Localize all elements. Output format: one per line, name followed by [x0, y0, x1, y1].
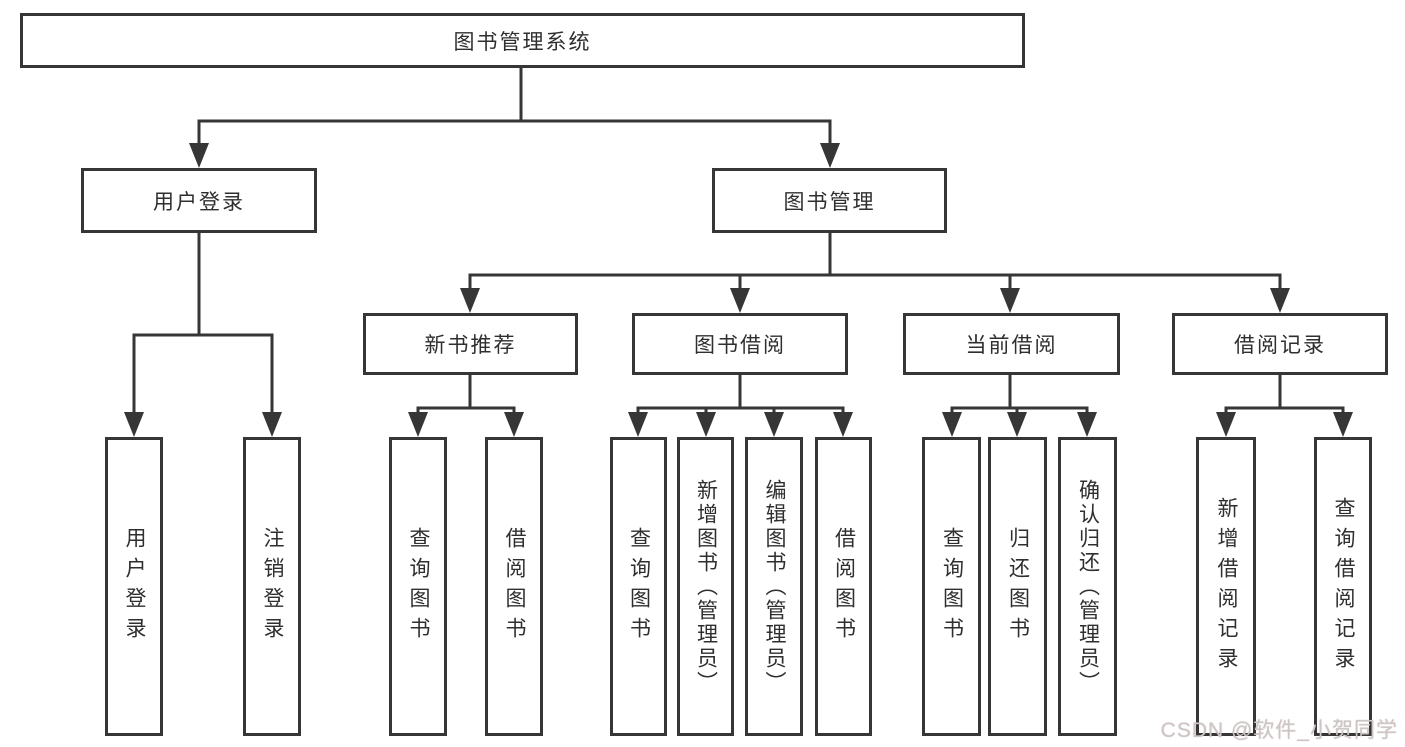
arrow-down-icon [1000, 288, 1020, 313]
node-label: 图书借阅 [694, 334, 786, 357]
leaf-label: 注销登录 [261, 526, 284, 647]
arrow-down-icon [628, 412, 648, 437]
leaf-query-books: 查询图书 [922, 437, 981, 736]
arrow-down-icon [730, 288, 750, 313]
node-book-management: 图书管理 [712, 168, 947, 233]
arrow-down-icon [942, 412, 962, 437]
leaf-add-borrow-record: 新增借阅记录 [1196, 437, 1256, 736]
connector-borrow-records-split [1224, 373, 1345, 420]
leaf-user-login: 用户登录 [105, 437, 163, 736]
node-label: 图书管理系统 [453, 30, 592, 54]
leaf-label: 查询图书 [627, 526, 651, 647]
leaf-borrow-books: 借阅图书 [485, 437, 543, 736]
leaf-label: 新增借阅记录 [1215, 496, 1238, 677]
arrow-down-icon [764, 412, 784, 437]
leaf-label: 确认归还（管理员） [1076, 478, 1100, 695]
arrow-down-icon [696, 412, 716, 437]
arrow-down-icon [504, 412, 524, 437]
node-label: 当前借阅 [965, 334, 1058, 357]
arrow-down-icon [1333, 412, 1353, 437]
node-library-management-system: 图书管理系统 [20, 13, 1025, 68]
arrow-down-icon [1007, 412, 1027, 437]
arrowheads [124, 143, 1353, 437]
leaf-add-books-admin: 新增图书（管理员） [677, 437, 734, 736]
leaf-query-books: 查询图书 [389, 437, 447, 736]
arrow-down-icon [820, 143, 840, 168]
branch-lines [132, 66, 1345, 420]
connector-user-login-split [132, 231, 274, 420]
node-label: 新书推荐 [424, 334, 517, 357]
leaf-edit-books-admin: 编辑图书（管理员） [745, 437, 803, 736]
leaf-confirm-return-admin: 确认归还（管理员） [1058, 437, 1117, 736]
arrow-down-icon [408, 412, 428, 437]
connector-new-book-split [416, 373, 516, 420]
leaf-label: 查询图书 [407, 526, 430, 647]
arrow-down-icon [1077, 412, 1097, 437]
arrow-down-icon [124, 412, 144, 437]
arrow-down-icon [460, 288, 480, 313]
arrow-down-icon [189, 143, 209, 168]
leaf-logout: 注销登录 [243, 437, 301, 736]
leaf-label: 归还图书 [1006, 526, 1030, 647]
node-label: 图书管理 [783, 190, 876, 214]
connector-book-management-split [468, 231, 1282, 296]
leaf-return-books: 归还图书 [988, 437, 1047, 736]
connector-book-borrow-split [636, 373, 845, 420]
leaf-label: 编辑图书（管理员） [763, 478, 786, 695]
leaf-label: 用户登录 [123, 526, 146, 647]
arrow-down-icon [262, 412, 282, 437]
connector-root-to-level2 [197, 66, 832, 150]
node-borrow-records: 借阅记录 [1172, 313, 1388, 375]
arrow-down-icon [1216, 412, 1236, 437]
node-label: 用户登录 [153, 190, 245, 214]
leaf-label: 借阅图书 [832, 526, 856, 647]
leaf-label: 查询图书 [940, 526, 964, 647]
leaf-borrow-books: 借阅图书 [815, 437, 872, 736]
node-book-borrow: 图书借阅 [632, 313, 848, 375]
leaf-label: 借阅图书 [503, 526, 526, 647]
node-user-login: 用户登录 [81, 168, 317, 233]
arrow-down-icon [833, 412, 853, 437]
leaf-query-books: 查询图书 [610, 437, 667, 736]
node-current-borrow: 当前借阅 [903, 313, 1120, 375]
node-label: 借阅记录 [1234, 334, 1326, 357]
csdn-watermark: CSDN @软件_小贺同学 [1160, 719, 1398, 742]
arrow-down-icon [1270, 288, 1290, 313]
leaf-label: 新增图书（管理员） [694, 478, 718, 695]
leaf-query-borrow-record: 查询借阅记录 [1314, 437, 1372, 736]
leaf-label: 查询借阅记录 [1332, 496, 1355, 677]
node-new-book-recommend: 新书推荐 [363, 313, 578, 375]
connector-current-borrow-split [950, 373, 1089, 420]
